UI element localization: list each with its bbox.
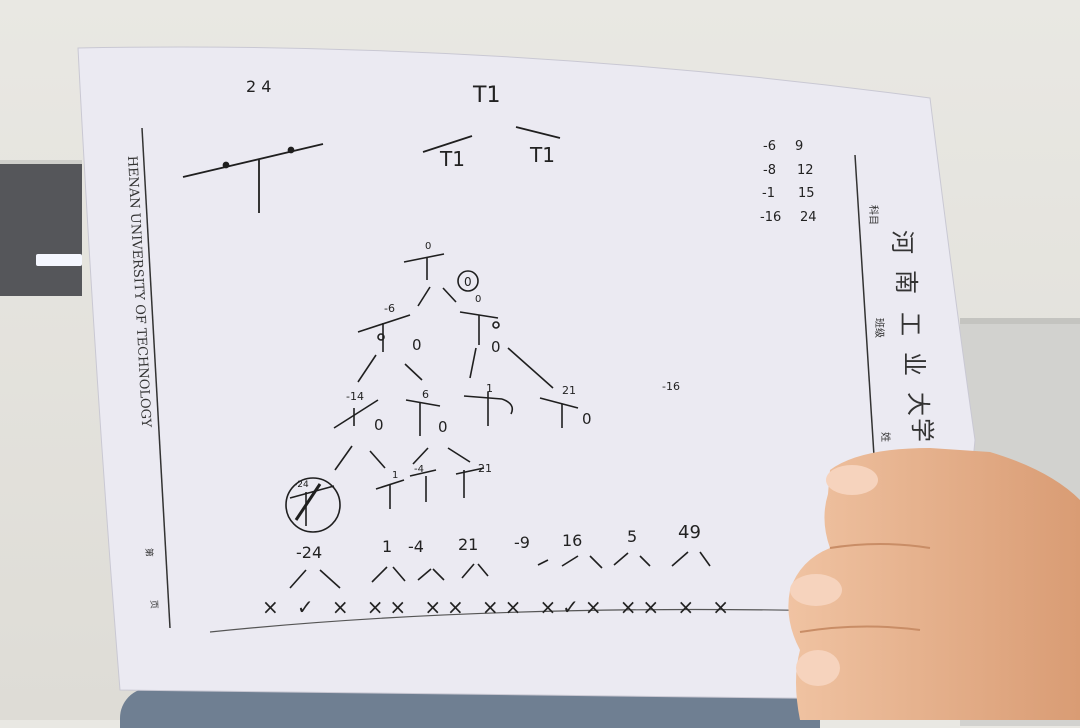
note-top-left: 2 4 — [246, 77, 271, 96]
tree-l2-label: 21 — [562, 384, 576, 397]
tree-l2-label: 6 — [422, 388, 429, 401]
tree-l2-label: -14 — [346, 390, 364, 403]
ceiling-light — [36, 254, 82, 266]
note-stray: -16 — [662, 380, 680, 393]
leaf-marks: × ✓ × ×× ×× ×× ×✓× ×× × × — [262, 595, 732, 619]
tree-l1-label: -6 — [384, 302, 395, 315]
leaf-value: 5 — [627, 527, 637, 546]
university-name-cn: 河 南 工 业 大 学 — [888, 230, 936, 442]
cn-char: 河 — [888, 230, 916, 254]
note-right-table: -6 9 -8 12 -1 15 -16 24 — [760, 139, 817, 225]
field-subject: 科目 — [867, 205, 880, 225]
table-cell: 24 — [800, 210, 817, 225]
tree-boxed-label: -24 — [294, 480, 309, 490]
bottom-number-row: -24 1 -4 21 -9 16 5 49 — [296, 522, 701, 562]
tree-l2-circled: 0 — [374, 416, 384, 434]
table-cell: -1 — [762, 186, 775, 201]
background-window — [0, 160, 82, 296]
note-t1-right: T1 — [529, 143, 555, 167]
tree-l2-circled: 0 — [438, 418, 448, 436]
tree-l2-label: 1 — [486, 382, 493, 395]
table-cell: 15 — [798, 186, 815, 201]
leaf-value: 1 — [382, 537, 392, 556]
tree-root-circled: 0 — [464, 275, 472, 289]
table-cell: -8 — [763, 163, 776, 178]
leaf-value: 49 — [678, 522, 701, 543]
tree-root-label: 0 — [425, 241, 431, 252]
note-t1-left: T1 — [439, 147, 465, 171]
leaf-value: -9 — [514, 533, 530, 552]
tree-l1-circled: 0 — [412, 336, 422, 354]
cn-char: 大 — [904, 392, 932, 416]
leaf-value: -24 — [296, 543, 322, 562]
sketch-t-shape — [182, 126, 561, 213]
leaf-value: 16 — [562, 531, 582, 550]
table-cell: 12 — [797, 163, 814, 178]
leaf-value: -4 — [408, 537, 424, 556]
table-cell: 9 — [795, 139, 803, 154]
field-page-1: 第 — [143, 548, 155, 557]
field-class: 班级 — [873, 318, 885, 338]
tree-l3-label: 1 — [392, 470, 398, 481]
tree-l3-label: 21 — [478, 462, 492, 475]
cn-char: 学 — [908, 418, 936, 442]
field-page-2: 页 — [148, 600, 159, 609]
tree-l3-label: -4 — [414, 464, 424, 475]
leaf-value: 21 — [458, 535, 478, 554]
field-name: 姓 — [879, 432, 892, 442]
table-cell: -16 — [760, 210, 781, 225]
cn-char: 业 — [900, 352, 928, 376]
cn-char: 工 — [896, 312, 924, 336]
cn-char: 南 — [892, 270, 920, 294]
note-top-title: T1 — [472, 83, 500, 108]
search-tree-lines — [285, 253, 711, 589]
tree-l2-circled: 0 — [582, 410, 592, 428]
tree-l1-circled: 0 — [491, 338, 501, 356]
table-cell: -6 — [763, 139, 776, 154]
tree-l1-label: 0 — [475, 294, 481, 305]
